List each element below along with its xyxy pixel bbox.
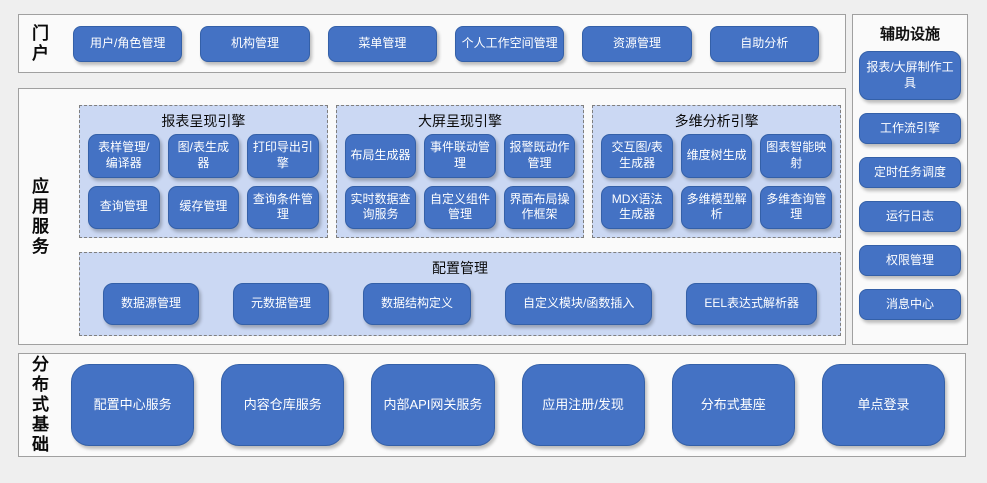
module-box: 交互图/表生成器 xyxy=(601,134,673,178)
dist-item-api-gateway: 内部API网关服务 xyxy=(371,364,495,446)
engine-group-grid: 表样管理/编译器 图/表生成器 打印导出引擎 查询管理 缓存管理 查询条件管理 xyxy=(88,134,319,229)
module-box: 数据源管理 xyxy=(102,283,199,325)
portal-item-workspace: 个人工作空间管理 xyxy=(454,25,565,62)
portal-item-user-role: 用户/角色管理 xyxy=(73,25,183,62)
module-box: 自定义组件管理 xyxy=(424,185,496,229)
portal-item-menu: 菜单管理 xyxy=(327,25,437,62)
module-box: 表样管理/编译器 xyxy=(88,134,160,178)
aux-item-runlog: 运行日志 xyxy=(859,201,961,232)
module-box: 实时数据查询服务 xyxy=(344,185,417,229)
module-box: MDX语法生成器 xyxy=(601,185,673,229)
module-box: 元数据管理 xyxy=(232,283,329,325)
distributed-base-panel: 分布式基础 配置中心服务 内容仓库服务 内部API网关服务 应用注册/发现 分布… xyxy=(18,353,966,457)
dist-item-app-registry: 应用注册/发现 xyxy=(521,364,645,446)
distributed-base-label: 分布式基础 xyxy=(32,354,49,455)
module-box: 报警既动作管理 xyxy=(503,134,576,178)
app-services-content: 报表呈现引擎 表样管理/编译器 图/表生成器 打印导出引擎 查询管理 缓存管理 … xyxy=(79,105,842,336)
dist-item-base: 分布式基座 xyxy=(671,364,795,446)
aux-item-report-tool: 报表/大屏制作工具 xyxy=(859,51,961,100)
module-box: 事件联动管理 xyxy=(424,134,496,178)
module-box: 图/表生成器 xyxy=(167,134,240,178)
dist-item-content-repo: 内容仓库服务 xyxy=(221,364,345,446)
module-box: 打印导出引擎 xyxy=(247,134,319,178)
portal-item-resource: 资源管理 xyxy=(582,25,692,62)
dist-item-config-center: 配置中心服务 xyxy=(71,364,195,446)
module-box: 维度树生成 xyxy=(680,134,753,178)
module-box: 数据结构定义 xyxy=(362,283,471,325)
aux-item-workflow: 工作流引擎 xyxy=(859,113,961,144)
auxiliary-title: 辅助设施 xyxy=(879,26,940,43)
portal-label: 门户 xyxy=(32,23,49,63)
aux-item-scheduler: 定时任务调度 xyxy=(859,157,961,188)
portal-button-row: 用户/角色管理 机构管理 菜单管理 个人工作空间管理 资源管理 自助分析 xyxy=(73,25,819,62)
aux-item-permission: 权限管理 xyxy=(859,245,961,276)
engine-group-grid: 交互图/表生成器 维度树生成 图表智能映射 MDX语法生成器 多维模型解析 多维… xyxy=(601,134,832,229)
module-box: 缓存管理 xyxy=(167,185,240,229)
app-services-panel: 应用服务 报表呈现引擎 表样管理/编译器 图/表生成器 打印导出引擎 查询管理 … xyxy=(18,88,846,345)
auxiliary-panel: 辅助设施 报表/大屏制作工具 工作流引擎 定时任务调度 运行日志 权限管理 消息… xyxy=(852,14,968,345)
config-group-title: 配置管理 xyxy=(432,260,488,276)
engine-groups-row: 报表呈现引擎 表样管理/编译器 图/表生成器 打印导出引擎 查询管理 缓存管理 … xyxy=(79,105,842,238)
module-box: 多维查询管理 xyxy=(760,185,832,229)
module-box: 自定义模块/函数插入 xyxy=(505,283,653,325)
module-box: 界面布局操作框架 xyxy=(503,185,576,229)
module-box: EEL表达式解析器 xyxy=(686,283,818,325)
engine-group-title: 多维分析引擎 xyxy=(674,113,759,129)
portal-item-selfservice: 自助分析 xyxy=(709,25,819,62)
engine-group-olap: 多维分析引擎 交互图/表生成器 维度树生成 图表智能映射 MDX语法生成器 多维… xyxy=(592,105,842,238)
aux-item-message-center: 消息中心 xyxy=(859,289,961,320)
engine-group-grid: 布局生成器 事件联动管理 报警既动作管理 实时数据查询服务 自定义组件管理 界面… xyxy=(344,134,576,229)
engine-group-report: 报表呈现引擎 表样管理/编译器 图/表生成器 打印导出引擎 查询管理 缓存管理 … xyxy=(79,105,328,238)
portal-item-org: 机构管理 xyxy=(200,25,310,62)
module-box: 查询管理 xyxy=(88,185,160,229)
portal-panel: 门户 用户/角色管理 机构管理 菜单管理 个人工作空间管理 资源管理 自助分析 xyxy=(18,14,846,73)
config-button-row: 数据源管理 元数据管理 数据结构定义 自定义模块/函数插入 EEL表达式解析器 xyxy=(88,281,832,327)
distributed-button-row: 配置中心服务 内容仓库服务 内部API网关服务 应用注册/发现 分布式基座 单点… xyxy=(71,364,946,446)
engine-group-bigscreen: 大屏呈现引擎 布局生成器 事件联动管理 报警既动作管理 实时数据查询服务 自定义… xyxy=(335,105,585,238)
module-box: 布局生成器 xyxy=(344,134,417,178)
module-box: 图表智能映射 xyxy=(760,134,832,178)
engine-group-title: 报表呈现引擎 xyxy=(161,113,246,129)
config-management-group: 配置管理 数据源管理 元数据管理 数据结构定义 自定义模块/函数插入 EEL表达… xyxy=(79,252,841,336)
app-services-label: 应用服务 xyxy=(32,176,49,256)
dist-item-sso: 单点登录 xyxy=(821,364,946,446)
engine-group-title: 大屏呈现引擎 xyxy=(418,113,502,129)
module-box: 查询条件管理 xyxy=(247,185,319,229)
module-box: 多维模型解析 xyxy=(680,185,753,229)
